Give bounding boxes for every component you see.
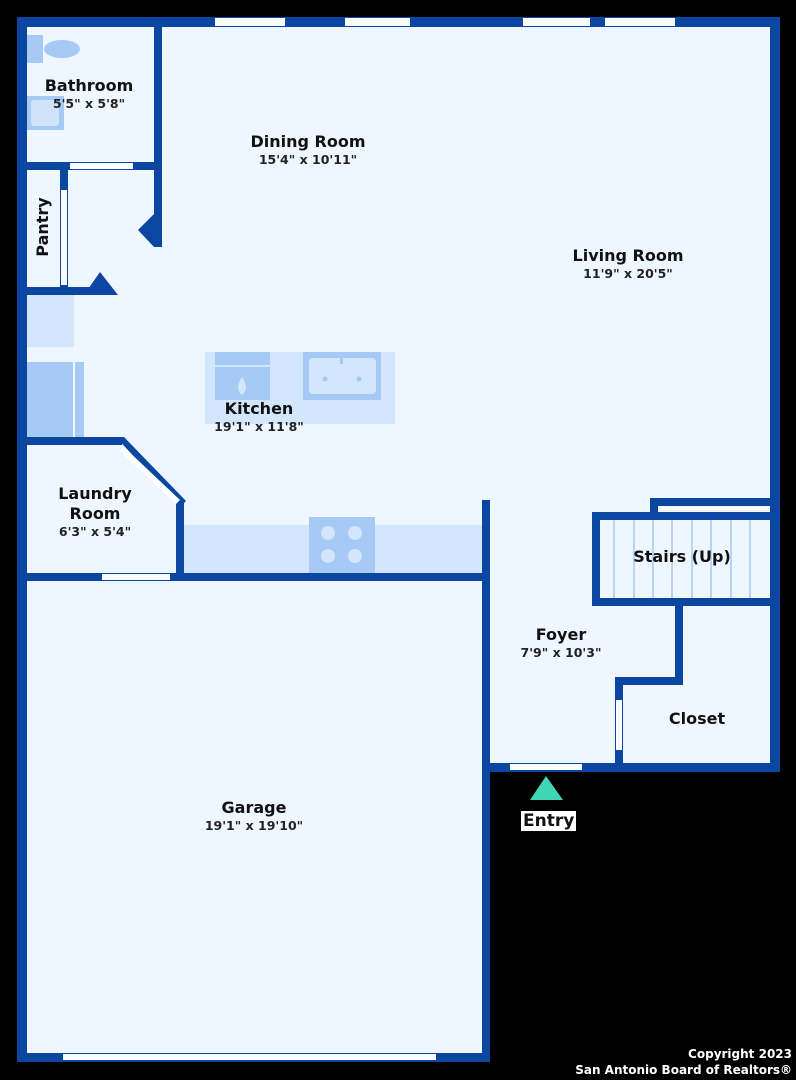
room-dims: 19'1" x 19'10": [204, 818, 304, 833]
room-dims: 6'3" x 5'4": [58, 524, 132, 539]
oven-icon: [25, 362, 73, 437]
railing: [660, 507, 768, 510]
room-name: Dining Room: [250, 132, 366, 151]
entry-arrow-icon: [530, 776, 563, 800]
window: [215, 18, 285, 26]
door: [120, 447, 180, 504]
room-name: Living Room: [572, 246, 684, 265]
room-garage: Garage 19'1" x 19'10": [205, 798, 303, 834]
window: [523, 18, 590, 26]
room-dims: 11'9" x 20'5": [583, 266, 673, 281]
room-name: Foyer: [535, 625, 587, 644]
room-name: Laundry Room: [58, 484, 132, 523]
openings: [61, 18, 768, 1060]
door: [102, 574, 170, 580]
room-living: Living Room 11'9" x 20'5": [573, 246, 684, 282]
door: [616, 700, 622, 750]
room-name: Garage: [221, 798, 287, 817]
refrigerator-icon: [27, 295, 74, 347]
front-door: [510, 764, 582, 770]
window: [345, 18, 410, 26]
room-dims: 5'5" x 5'8": [52, 96, 126, 111]
toilet-bowl-icon: [44, 40, 80, 58]
room-name: Bathroom: [44, 76, 134, 95]
room-name: Closet: [668, 709, 726, 728]
toilet-icon: [27, 35, 43, 63]
entry-label: Entry: [521, 811, 577, 831]
floor: [17, 17, 780, 1062]
room-stairs: Stairs (Up): [633, 547, 731, 567]
room-laundry: Laundry Room 6'3" x 5'4": [45, 484, 145, 540]
door: [61, 190, 67, 285]
copyright: Copyright 2023 San Antonio Board of Real…: [575, 1046, 792, 1078]
room-dims: 15'4" x 10'11": [258, 152, 358, 167]
flame-icon: [238, 377, 246, 395]
room-closet: Closet: [669, 709, 725, 729]
room-name: Stairs (Up): [633, 547, 731, 566]
copyright-line: San Antonio Board of Realtors®: [575, 1063, 792, 1077]
room-kitchen: Kitchen 19'1" x 11'8": [214, 399, 304, 435]
door: [70, 163, 133, 169]
cooktop-icon: [309, 517, 375, 573]
window: [605, 18, 675, 26]
room-name: Pantry: [33, 197, 52, 257]
stair-treads: [613, 520, 751, 598]
room-dims: 7'9" x 10'3": [520, 645, 602, 660]
copyright-line: Copyright 2023: [688, 1047, 792, 1061]
room-dims: 19'1" x 11'8": [214, 419, 304, 434]
room-dining: Dining Room 15'4" x 10'11": [250, 132, 365, 168]
garage-door: [63, 1054, 436, 1060]
room-foyer: Foyer 7'9" x 10'3": [521, 625, 602, 661]
room-pantry: Pantry: [33, 197, 53, 256]
room-bathroom: Bathroom 5'5" x 5'8": [45, 76, 134, 112]
fixtures: [25, 35, 751, 598]
room-name: Kitchen: [224, 399, 294, 418]
